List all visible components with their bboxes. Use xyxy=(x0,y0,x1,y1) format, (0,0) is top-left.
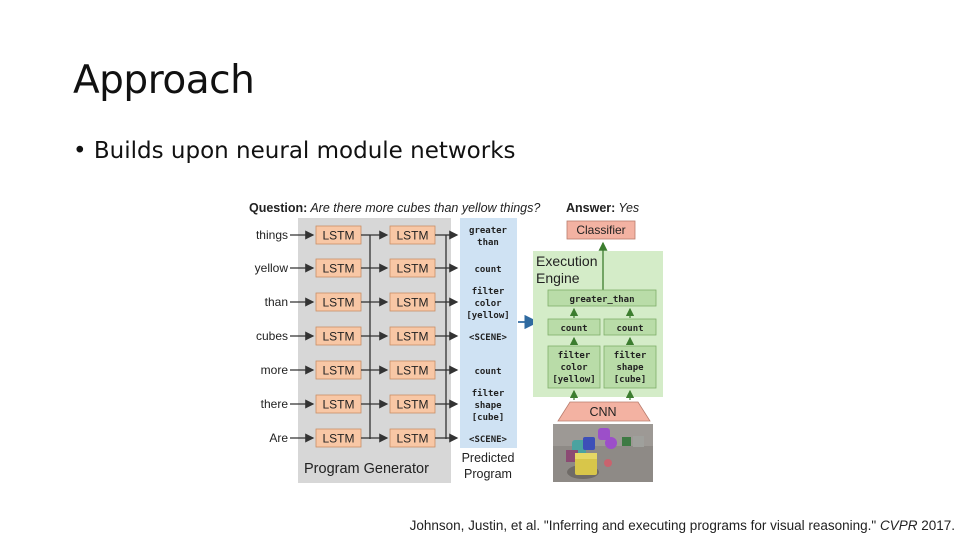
question-word: things xyxy=(256,228,288,242)
cnn-block xyxy=(557,401,651,422)
program-token-filter-2b: shape xyxy=(474,401,502,411)
predicted-label-line2: Program xyxy=(464,467,512,481)
module-filter-color xyxy=(547,345,601,389)
module-filter-shape xyxy=(603,345,657,389)
classifier-box xyxy=(566,220,636,240)
bullet-text: Builds upon neural module networks xyxy=(93,138,516,164)
question-label: Question: xyxy=(249,201,307,215)
program-token-count-1: count xyxy=(474,265,501,275)
module-count-left-label: count xyxy=(560,324,587,334)
citation-venue: CVPR xyxy=(879,518,918,533)
program-token-count-2: count xyxy=(474,367,501,377)
citation-year: 2017. xyxy=(917,518,955,533)
encoder-lstm-label: LSTM xyxy=(322,229,354,243)
decoder-lstm-label: LSTM xyxy=(396,364,428,378)
encoder-lstm-label: LSTM xyxy=(322,330,354,344)
citation-main: Johnson, Justin, et al. "Inferring and e… xyxy=(409,518,880,533)
question-word: than xyxy=(265,295,288,309)
module-filter-color-line3: [yellow] xyxy=(552,375,595,385)
answer-label: Answer: xyxy=(566,201,615,215)
engine-label-line1: Execution xyxy=(536,253,597,269)
slide-title: Approach xyxy=(73,58,255,103)
question-word: Are xyxy=(269,431,288,445)
module-filter-color-line2: color xyxy=(560,363,588,373)
module-count-right-label: count xyxy=(616,324,643,334)
classifier-label: Classifier xyxy=(576,223,625,237)
program-token-greater-2: than xyxy=(477,238,499,248)
encoder-lstm-label: LSTM xyxy=(322,432,354,446)
predicted-program-panel xyxy=(460,218,517,448)
scene-image xyxy=(553,424,653,482)
program-token-filter-2c: [cube] xyxy=(472,413,505,423)
program-token-filter-2a: filter xyxy=(472,388,505,399)
program-token-filter-1b: color xyxy=(474,299,502,309)
module-filter-color-line1: filter xyxy=(558,350,591,361)
question-word: yellow xyxy=(255,261,289,275)
program-token-filter-1a: filter xyxy=(472,286,505,297)
program-token-greater-1: greater xyxy=(469,226,508,236)
answer-text: Yes xyxy=(618,201,639,215)
citation: Johnson, Justin, et al. "Inferring and e… xyxy=(410,518,955,533)
decoder-lstm-label: LSTM xyxy=(396,262,428,276)
bullet-item: • Builds upon neural module networks xyxy=(73,138,516,164)
encoder-lstm-label: LSTM xyxy=(322,296,354,310)
predicted-label-line1: Predicted xyxy=(462,451,515,465)
program-generator-label: Program Generator xyxy=(304,461,429,477)
decoder-lstm-label: LSTM xyxy=(396,398,428,412)
bullet-symbol: • xyxy=(73,138,87,164)
svg-text:Answer:Yes: Answer:Yes xyxy=(566,201,639,215)
module-count-right xyxy=(603,318,657,336)
program-token-filter-1c: [yellow] xyxy=(466,311,509,321)
module-filter-shape-line2: shape xyxy=(616,363,644,373)
decoder-lstm-label: LSTM xyxy=(396,229,428,243)
decoder-lstm-label: LSTM xyxy=(396,296,428,310)
decoder-lstm-label: LSTM xyxy=(396,432,428,446)
module-greater-than-label: greater_than xyxy=(569,295,634,305)
question-word: cubes xyxy=(256,329,288,343)
cnn-label: CNN xyxy=(589,405,616,419)
program-token-scene-1: <SCENE> xyxy=(469,333,508,343)
question-word: there xyxy=(261,397,289,411)
decoder-lstm-label: LSTM xyxy=(396,330,428,344)
module-filter-shape-line1: filter xyxy=(614,350,647,361)
module-filter-shape-line3: [cube] xyxy=(614,375,647,385)
program-token-scene-2: <SCENE> xyxy=(469,435,508,445)
encoder-lstm-label: LSTM xyxy=(322,398,354,412)
engine-label-line2: Engine xyxy=(536,270,580,286)
svg-text:Question:Are there more cubes: Question:Are there more cubes than yello… xyxy=(249,201,540,215)
module-greater-than xyxy=(547,289,657,307)
encoder-lstm-label: LSTM xyxy=(322,262,354,276)
question-word: more xyxy=(261,363,289,377)
encoder-lstm-label: LSTM xyxy=(322,364,354,378)
question-text: Are there more cubes than yellow things? xyxy=(309,201,540,215)
module-count-left xyxy=(547,318,601,336)
